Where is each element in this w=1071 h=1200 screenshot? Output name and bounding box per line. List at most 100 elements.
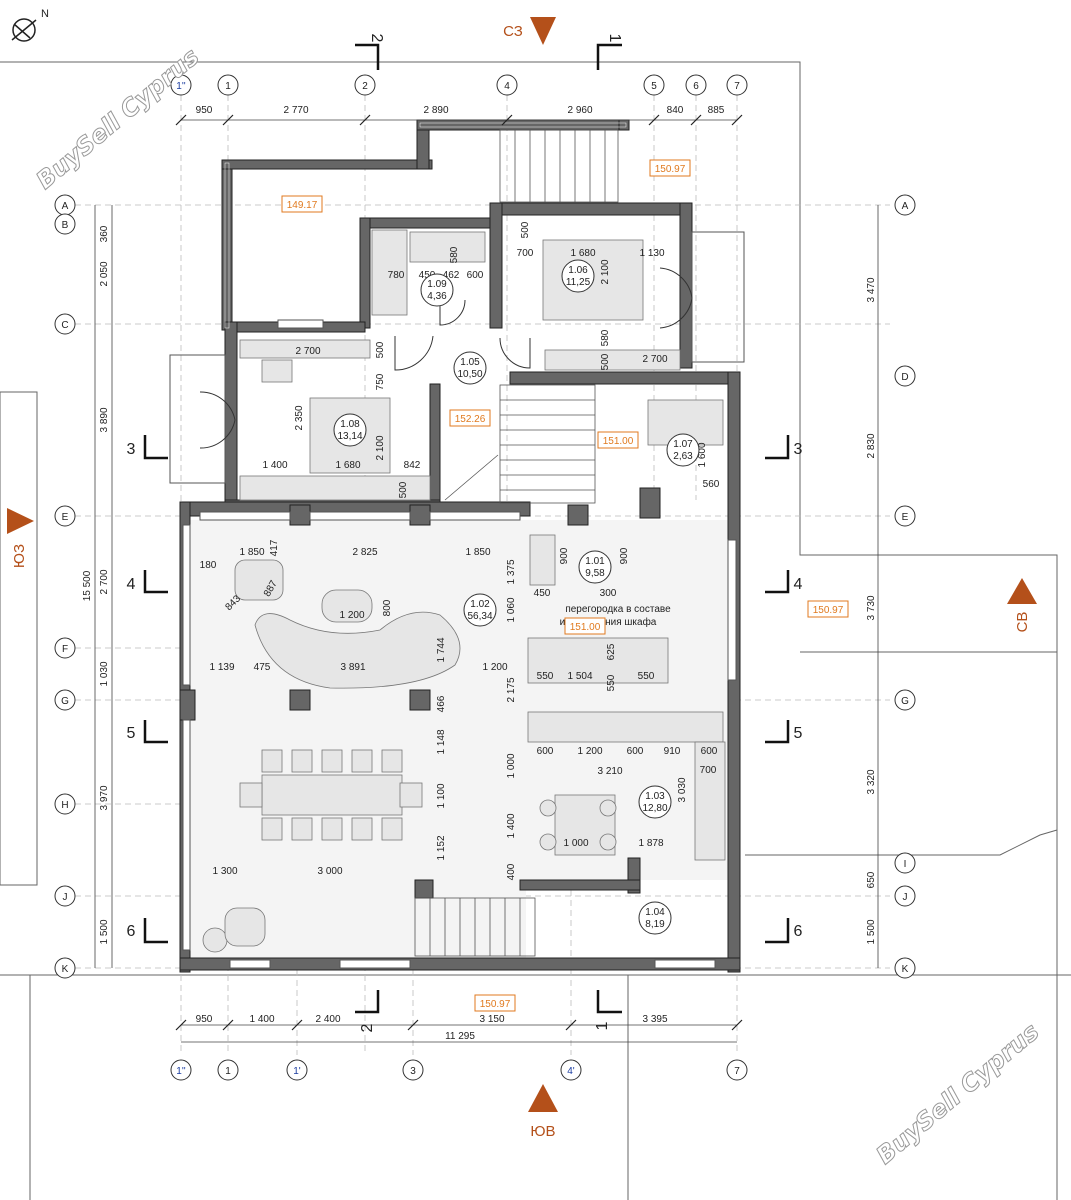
svg-text:5: 5 — [127, 725, 136, 742]
kitchen-counter — [527, 711, 724, 743]
compass-labels: СЗ ЮЗ СВ ЮВ — [11, 23, 1031, 1140]
svg-text:842: 842 — [404, 460, 421, 471]
axis-top-1pp: 1'' — [176, 81, 185, 92]
svg-text:500: 500 — [398, 481, 409, 498]
svg-text:3 320: 3 320 — [866, 769, 877, 794]
svg-text:885: 885 — [708, 105, 725, 116]
svg-text:15 500: 15 500 — [82, 570, 93, 601]
level-marker: 150.97 — [813, 605, 844, 616]
wall-hatch — [224, 122, 627, 329]
svg-text:3: 3 — [127, 441, 136, 458]
room-number: 1.03 — [645, 791, 665, 802]
axis-left-h: H — [61, 800, 68, 811]
svg-text:1 744: 1 744 — [436, 637, 447, 662]
svg-text:800: 800 — [382, 599, 393, 616]
svg-text:1: 1 — [594, 1021, 611, 1030]
svg-text:1 850: 1 850 — [239, 547, 264, 558]
room-tags — [333, 259, 700, 935]
room-area: 10,50 — [457, 369, 482, 380]
svg-text:1 139: 1 139 — [209, 662, 234, 673]
windows — [182, 319, 737, 969]
axis-left-f: F — [62, 644, 68, 655]
section-markers — [143, 43, 790, 1014]
svg-text:1 680: 1 680 — [335, 460, 360, 471]
svg-text:500: 500 — [520, 221, 531, 238]
svg-text:500: 500 — [600, 353, 611, 370]
svg-text:2 100: 2 100 — [375, 435, 386, 460]
svg-text:1 152: 1 152 — [436, 835, 447, 860]
svg-text:700: 700 — [700, 765, 717, 776]
svg-text:3: 3 — [794, 441, 803, 458]
compass-left: ЮЗ — [11, 544, 28, 568]
svg-text:1 000: 1 000 — [563, 838, 588, 849]
svg-text:3 891: 3 891 — [340, 662, 365, 673]
room-area: 8,19 — [645, 919, 665, 930]
svg-text:950: 950 — [196, 1014, 213, 1025]
svg-text:450: 450 — [534, 588, 551, 599]
level-marker: 151.00 — [603, 436, 634, 447]
svg-text:1 375: 1 375 — [506, 559, 517, 584]
room-area: 2,63 — [673, 451, 693, 462]
coffee-table — [321, 589, 373, 623]
svg-text:1 100: 1 100 — [436, 783, 447, 808]
svg-text:1 600: 1 600 — [697, 442, 708, 467]
dining-chairs — [239, 749, 423, 841]
arrow-up-icon — [1007, 578, 1037, 604]
north-label: N — [41, 8, 49, 20]
svg-text:1 500: 1 500 — [99, 919, 110, 944]
axis-right-i: I — [904, 859, 907, 870]
axis-bubbles-left — [54, 194, 76, 979]
dining-table — [261, 774, 403, 816]
level-marker: 149.17 — [287, 200, 318, 211]
svg-text:300: 300 — [600, 588, 617, 599]
axis-right-a: A — [902, 201, 909, 212]
desk-1-08 — [239, 339, 371, 359]
room-area: 11,25 — [566, 277, 591, 288]
svg-text:600: 600 — [467, 270, 484, 281]
svg-text:1 000: 1 000 — [506, 753, 517, 778]
dims-top: 950 2 770 2 890 2 960 840 885 — [196, 105, 725, 116]
room-number: 1.06 — [568, 265, 588, 276]
axis-bottom-1: 1 — [225, 1066, 231, 1077]
stairs — [414, 129, 619, 957]
svg-text:2 960: 2 960 — [567, 105, 592, 116]
axis-bubbles-right — [894, 194, 916, 979]
wardrobe-1-08 — [239, 475, 431, 501]
svg-text:1 400: 1 400 — [506, 813, 517, 838]
wardrobe-1-06 — [544, 349, 681, 371]
svg-text:2 770: 2 770 — [283, 105, 308, 116]
svg-text:417: 417 — [269, 539, 280, 556]
room-number: 1.02 — [470, 599, 490, 610]
svg-text:2 175: 2 175 — [506, 677, 517, 702]
chair-1-08 — [261, 359, 293, 383]
svg-text:550: 550 — [638, 671, 655, 682]
svg-text:3 150: 3 150 — [479, 1014, 504, 1025]
doors — [199, 267, 693, 449]
svg-text:2 830: 2 830 — [866, 433, 877, 458]
svg-text:1 148: 1 148 — [436, 729, 447, 754]
axis-right-j: J — [903, 892, 908, 903]
watermark-bottom: BuySell Cyprus — [871, 1018, 1045, 1170]
svg-text:400: 400 — [506, 863, 517, 880]
shower-1-09 — [371, 229, 408, 316]
axis-left-k: K — [62, 964, 69, 975]
svg-text:600: 600 — [701, 746, 718, 757]
svg-text:2 890: 2 890 — [423, 105, 448, 116]
room-area: 12,80 — [642, 803, 667, 814]
room-area: 9,58 — [585, 568, 605, 579]
svg-text:900: 900 — [559, 547, 570, 564]
svg-text:1: 1 — [606, 34, 623, 43]
axis-left-g: G — [61, 696, 69, 707]
svg-text:1 400: 1 400 — [249, 1014, 274, 1025]
svg-text:2 400: 2 400 — [315, 1014, 340, 1025]
room-area: 4,36 — [427, 291, 447, 302]
svg-text:580: 580 — [600, 329, 611, 346]
dims-right: 3 470 2 830 3 730 3 320 650 1 500 — [866, 277, 877, 944]
svg-text:2: 2 — [368, 34, 385, 43]
svg-text:3 395: 3 395 — [642, 1014, 667, 1025]
arrow-down-icon — [530, 17, 556, 45]
axis-right-d: D — [901, 372, 908, 383]
axis-bottom-4p: 4' — [567, 1066, 575, 1077]
svg-text:450: 450 — [419, 270, 436, 281]
svg-text:625: 625 — [606, 643, 617, 660]
